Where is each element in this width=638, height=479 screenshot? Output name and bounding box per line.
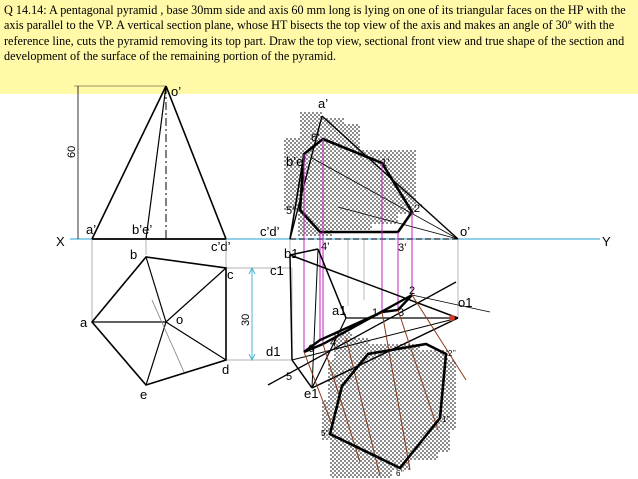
tv1-label-d: d (222, 362, 229, 377)
cutting-edge-front (289, 153, 305, 240)
cutting-plane-ht-extension (411, 294, 491, 313)
dimension-30 (248, 266, 256, 362)
tv2-label-b1: b1 (284, 246, 298, 261)
tv2-label-o1: o1 (458, 295, 472, 310)
projectors-left (91, 239, 292, 361)
problem-statement: Q 14.14: A pentagonal pyramid , base 30m… (0, 0, 638, 94)
ts-label-1: 1’’ (442, 415, 450, 424)
fv2-label-5: 5’ (286, 205, 295, 217)
fv2-label-a: a’ (318, 96, 328, 111)
section-polygon-front (298, 137, 414, 234)
tv2-label-e1: e1 (304, 386, 318, 401)
fv2-label-o: o’ (460, 224, 470, 239)
tv2-label-2: 2 (409, 285, 415, 297)
tv2-label-c1: c1 (270, 263, 284, 278)
tv1-label-b: b (130, 247, 137, 262)
top-view-initial (90, 256, 227, 386)
dimension-30-label: 30 (240, 314, 252, 326)
tv1-label-e: e (140, 387, 147, 402)
problem-text: Q 14.14: A pentagonal pyramid , base 30m… (4, 3, 626, 64)
tv2-label-5: 5 (286, 371, 292, 383)
tv2-label-a1: a1 (332, 303, 346, 318)
tv2-label-1: 1 (372, 307, 378, 319)
ts-label-6: 6’’ (396, 469, 404, 478)
fv2-label-2: 2’ (414, 203, 423, 215)
axis-mark (449, 315, 455, 321)
fv1-label-o: o’ (171, 84, 181, 99)
tv1-label-o: o (176, 312, 183, 327)
fv2-label-3: 3’ (398, 242, 407, 254)
label-x: X (56, 234, 65, 249)
true-shape-polygon (328, 342, 448, 470)
tv1-label-a: a (80, 315, 88, 330)
fv2-label-cd: c’d’ (260, 224, 280, 239)
fv1-label-a: a’ (86, 222, 96, 237)
ts-label-2: 2’’ (448, 349, 456, 358)
fv1-label-be: b’e’ (132, 222, 152, 237)
vertical-section-ht-left (151, 299, 185, 373)
tv2-label-d1: d1 (266, 344, 280, 359)
tv2-label-3: 3 (398, 307, 404, 319)
fv2-label-4: 4’ (321, 241, 330, 253)
front-view-initial (91, 85, 227, 240)
tv1-label-c: c (227, 267, 234, 282)
true-shape-projectors (303, 294, 467, 477)
label-y: Y (602, 234, 611, 249)
tv2-label-4: 4 (330, 337, 336, 349)
section-projectors (303, 139, 413, 352)
fv2-label-6: 6’ (311, 132, 320, 144)
cutting-plane-ht (267, 281, 457, 386)
fv1-label-cd: c’d’ (211, 239, 231, 254)
dimension-60 (74, 85, 166, 239)
fv2-label-be: b’e’ (286, 154, 306, 169)
tv2-label-6: 6 (308, 343, 314, 355)
dimension-60-label: 60 (66, 146, 78, 158)
fv2-label-1: 1’ (381, 157, 390, 169)
ts-label-5: 5’’ (321, 429, 329, 438)
